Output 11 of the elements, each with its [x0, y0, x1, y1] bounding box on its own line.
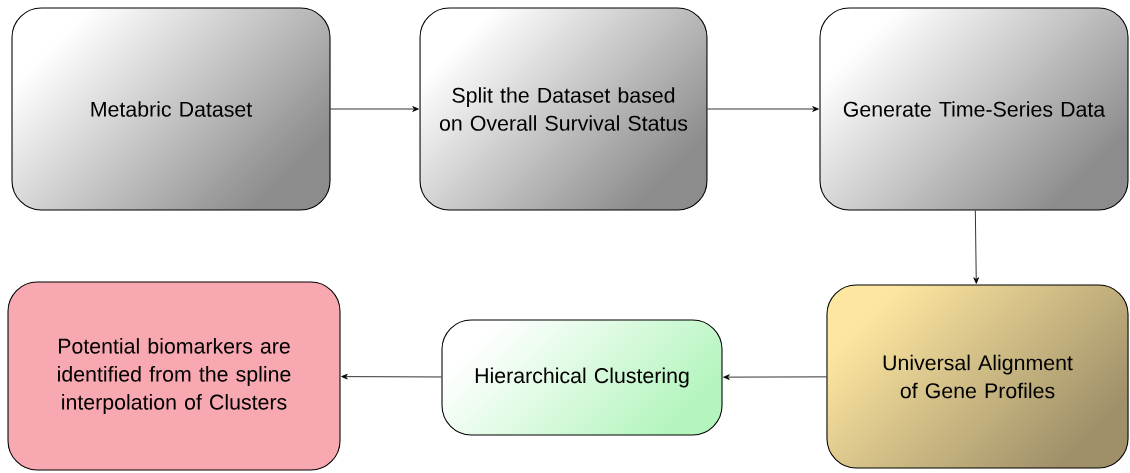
arrow — [973, 210, 979, 284]
process-box: Hierarchical Clustering — [441, 319, 723, 436]
process-box: Potential biomarkers are identified from the spline interpolation of Clusters — [7, 281, 341, 471]
process-box: Universal Alignment of Gene Profiles — [826, 284, 1129, 469]
arrow — [330, 106, 419, 112]
arrow — [707, 106, 819, 112]
process-box: Metabric Dataset — [11, 7, 331, 211]
process-box: Split the Dataset based on Overall Survival Status — [419, 7, 708, 211]
process-box: Generate Time-Series Data — [819, 7, 1129, 211]
arrow — [341, 373, 442, 380]
arrow — [723, 374, 827, 380]
